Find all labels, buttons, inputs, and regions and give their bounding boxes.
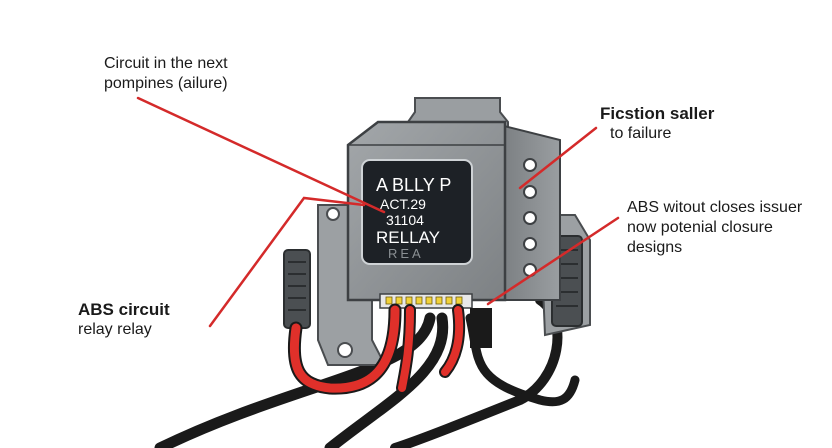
callout-abs-closure: ABS witout closes issuer now potenial cl… [627,198,802,258]
label-line-1: A BLLY P [376,175,451,195]
callout-top-right-title: Ficstion saller [600,104,715,123]
leader-left [208,196,366,328]
side-holes [523,158,537,277]
callout-left-line2: relay relay [78,321,152,338]
label-line-4: RELLAY [376,228,440,247]
callout-top-right-line2: to failure [610,125,672,142]
red-wires [287,303,466,395]
leader-right [486,216,620,306]
callout-right-line1: ABS witout closes issuer [627,199,803,216]
label-line-2: ACT.29 [380,196,426,212]
pin-connector [379,293,492,348]
leader-lines [136,96,620,328]
label-line-3: 31104 [386,212,424,228]
left-clip [283,249,311,329]
callout-top-left-line1: Circuit in the next [104,55,228,72]
callout-top-left-line2: pompines (ailure) [104,75,228,92]
callout-abs-circuit: ABS circuit relay relay [78,300,170,340]
callout-left-title: ABS circuit [78,300,170,319]
leader-top-right [518,126,598,190]
relay-label: A BLLY P ACT.29 31104 RELLAY REA [361,159,473,265]
callout-right-line3: designs [627,239,683,256]
callout-friction-saller: Ficstion saller to failure [600,104,714,144]
leader-top-left [136,96,386,214]
callout-right-line2: now potenial closure [627,219,773,236]
label-line-5: REA [388,246,424,261]
callout-circuit-failure: Circuit in the next pompines (ailure) [104,54,228,94]
